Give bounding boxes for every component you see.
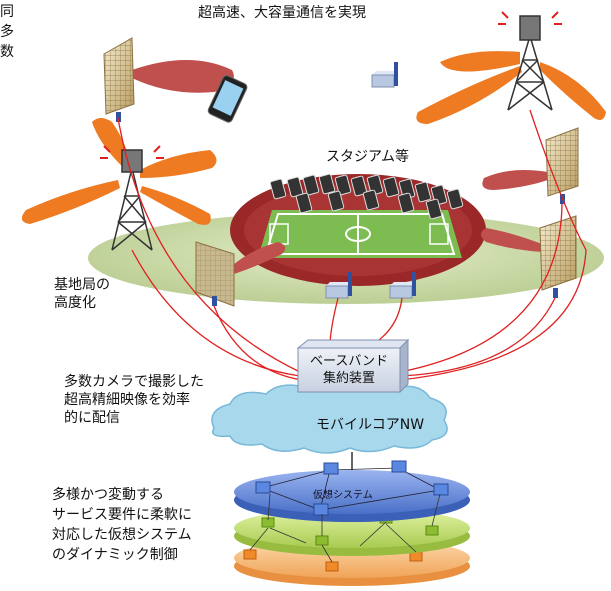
beam — [481, 228, 542, 252]
beam — [232, 242, 286, 274]
cut-off-label: 同 多数 — [0, 4, 14, 60]
beam — [140, 150, 217, 178]
antenna-panel — [539, 215, 577, 298]
antenna-panel — [545, 127, 579, 204]
camera-label: 多数カメラで撮影した 超高精細映像を効率 的に配信 — [64, 374, 204, 426]
layer-blue — [234, 460, 470, 522]
virtual-system-stack — [234, 460, 470, 586]
antenna-panels — [103, 37, 579, 307]
beam — [482, 170, 548, 190]
mobile-core-label: モバイルコアNW — [316, 417, 425, 433]
soccer-field — [258, 210, 462, 258]
basestation-label: 基地局の 高度化 — [54, 277, 110, 311]
mobile-core-cloud — [211, 380, 448, 454]
beam — [416, 66, 522, 124]
beam — [540, 62, 606, 120]
beam — [440, 51, 520, 72]
beam — [132, 60, 234, 93]
baseband-label: ベースバンド 集約装置 — [309, 354, 388, 386]
tower-left — [100, 145, 164, 251]
virtual-control-label: 多様かつ変動する サービス要件に柔軟に 対応した仮想システム のダイナミック制御 — [52, 487, 192, 563]
small-cell-units — [325, 62, 416, 299]
virtual-system-label: 仮想システム — [313, 490, 373, 501]
tower-right — [498, 11, 562, 111]
smartphone-icon — [207, 75, 248, 123]
beam — [140, 186, 211, 225]
antenna-panel — [195, 241, 235, 307]
stadium-label: スタジアム等 — [326, 149, 410, 165]
radio-beams — [21, 51, 606, 274]
smartphone-crowd — [269, 173, 464, 220]
antenna-panel — [103, 37, 135, 122]
headline-label: 超高速、大容量通信を実現 — [198, 5, 366, 21]
beam — [21, 180, 120, 224]
layer-links — [249, 493, 441, 563]
baseband-unit — [296, 338, 410, 394]
